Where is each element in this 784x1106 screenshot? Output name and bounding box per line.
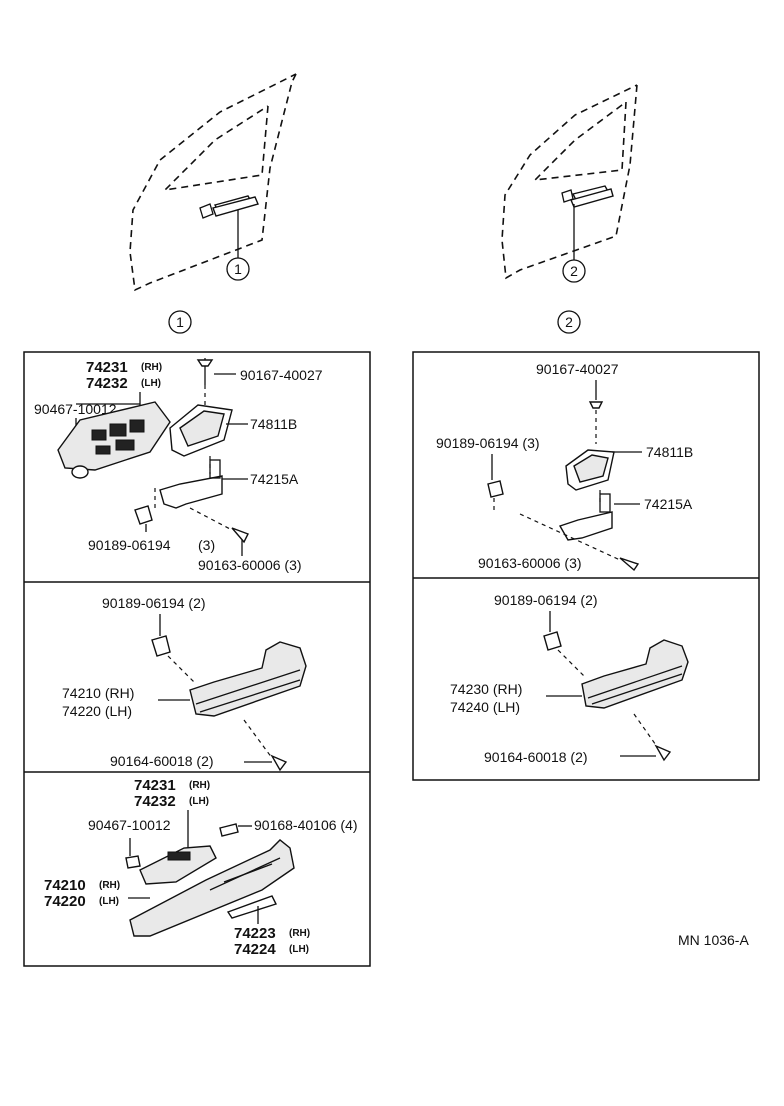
label-90189-06194-2: 90189-06194 (2): [102, 595, 206, 611]
clip-nut: [134, 505, 153, 525]
label-74232: 74232: [86, 375, 128, 392]
label-74215A-d: 74215A: [644, 496, 693, 512]
switch-bezel: [565, 449, 615, 491]
label-90467-10012-c: 90467-10012: [88, 817, 171, 833]
label-74232-c: 74232: [134, 793, 176, 810]
label-rh: (RH): [141, 362, 162, 373]
label-74220-c: 74220: [44, 893, 86, 910]
callout-circle: [562, 259, 586, 283]
section-marker-left: 1: [176, 314, 184, 330]
section-marker-circle-left: [168, 310, 192, 334]
door-callout-right: 2: [570, 263, 578, 279]
front-door-sketch: 1: [129, 73, 297, 292]
window-switch-assembly: [57, 401, 171, 479]
armrest: [189, 641, 307, 717]
rear-door-sketch: 2: [501, 84, 638, 283]
label-lh-c: (LH): [189, 796, 209, 807]
label-lh-c2: (LH): [99, 896, 119, 907]
label-74811B: 74811B: [250, 416, 297, 432]
label-90467-10012: 90467-10012: [34, 401, 117, 417]
label-74230-rh: 74230 (RH): [450, 681, 522, 697]
label-90189-06194-d: 90189-06194 (3): [436, 435, 540, 451]
label-90167-40027-d: 90167-40027: [536, 361, 619, 377]
section-marker-circle-right: [557, 310, 581, 334]
screw: [654, 744, 672, 762]
label-90189-06194: 90189-06194: [88, 537, 171, 553]
label-74811B-d: 74811B: [646, 444, 693, 460]
bracket: [558, 493, 613, 541]
panel-a: 74231 (RH) 74232 (LH) 90467-10012 90167-…: [34, 358, 323, 573]
label-74224: 74224: [234, 941, 276, 958]
label-lh-c3: (LH): [289, 944, 309, 955]
screw: [270, 754, 288, 772]
clip: [125, 855, 141, 869]
label-90164-60018: 90164-60018 (2): [110, 753, 214, 769]
label-74210-rh: 74210 (RH): [62, 685, 134, 701]
screw: [196, 359, 214, 367]
label-74231: 74231: [86, 359, 128, 376]
label-74223: 74223: [234, 925, 276, 942]
label-74215A: 74215A: [250, 471, 299, 487]
label-90167-40027: 90167-40027: [240, 367, 323, 383]
bracket: [159, 459, 223, 509]
label-74220-lh: 74220 (LH): [62, 703, 132, 719]
label-rh-c3: (RH): [289, 928, 310, 939]
section-marker-right: 2: [565, 314, 573, 330]
panel-c: 74231 (RH) 74232 (LH) 90467-10012 90168-…: [44, 777, 358, 958]
switch-bezel: [169, 404, 233, 457]
clip-nut: [151, 635, 171, 657]
callout-circle: [226, 257, 250, 281]
panel-e: 90189-06194 (2) 74230 (RH) 74240 (LH) 90…: [450, 592, 689, 765]
diagram-code: MN 1036-A: [678, 932, 749, 948]
label-rh-c2: (RH): [99, 880, 120, 891]
panel-b: 90189-06194 (2) 74210 (RH) 74220 (LH) 90…: [62, 595, 307, 772]
clip-nut: [487, 480, 504, 498]
label-qty-3: (3): [198, 537, 215, 553]
label-rh-c: (RH): [189, 780, 210, 791]
label-74231-c: 74231: [134, 777, 176, 794]
label-90163-60006: 90163-60006 (3): [198, 557, 302, 573]
screw: [619, 557, 640, 572]
screw: [588, 401, 604, 409]
label-74210-c: 74210: [44, 877, 86, 894]
armrest: [581, 639, 689, 709]
door-callout-left: 1: [234, 261, 242, 277]
label-90189-06194-e: 90189-06194 (2): [494, 592, 598, 608]
switch-plate: [139, 845, 217, 885]
label-74240-lh: 74240 (LH): [450, 699, 520, 715]
armrest-trim: [129, 839, 295, 937]
right-frame: [412, 351, 760, 781]
pad-strip: [226, 895, 277, 919]
screw: [231, 527, 249, 544]
clip-nut: [543, 631, 562, 651]
label-90163-60006-d: 90163-60006 (3): [478, 555, 582, 571]
label-lh: (LH): [141, 378, 161, 389]
screw: [219, 823, 239, 837]
panel-d: 90167-40027 90189-06194 (3) 74811B 74215…: [436, 361, 693, 572]
label-90168-40106: 90168-40106 (4): [254, 817, 358, 833]
left-frame: [23, 351, 371, 967]
label-90164-60018-e: 90164-60018 (2): [484, 749, 588, 765]
clip: [71, 465, 89, 479]
